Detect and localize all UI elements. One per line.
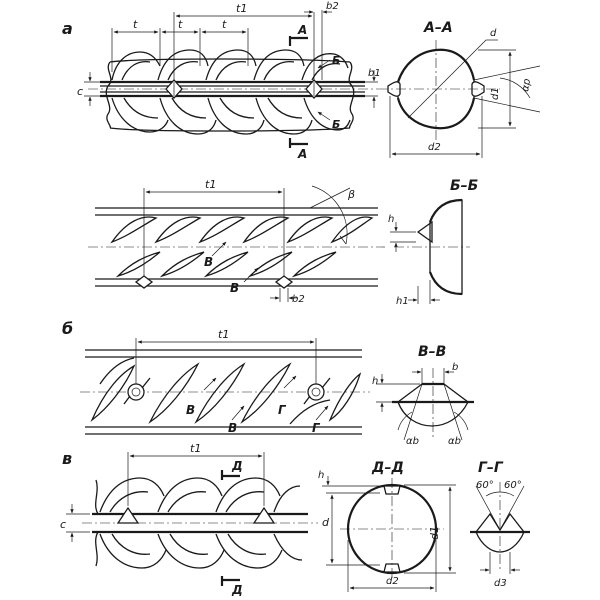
upper-ribs-a <box>111 49 349 81</box>
view-v: в t1 <box>60 442 318 597</box>
section-vv: В–В b h αb αb <box>372 344 474 447</box>
view-a-side: t1 β В В b2 <box>88 178 385 305</box>
cut-mark-B-bottom: Б <box>332 118 340 131</box>
cut-mark-V-b-2: В <box>228 421 237 435</box>
circle-marks-b <box>123 377 331 405</box>
cut-mark-A-bottom: А <box>297 147 307 161</box>
dim-b-vv: b <box>452 362 458 373</box>
view-a: а <box>62 1 381 161</box>
dim-b1-a: b1 <box>356 68 381 108</box>
section-bb: Б–Б h h1 <box>388 178 478 307</box>
dim-h-dd: h <box>318 470 324 481</box>
dim-d1-dd: d1 <box>428 526 441 540</box>
dim-alpha-b-2: αb <box>448 436 461 447</box>
dim-beta: β <box>347 188 355 201</box>
section-dd: Д–Д d h d1 d2 <box>318 460 456 592</box>
section-gg: Г–Г 60° 60° d3 <box>470 460 530 589</box>
view-label-v: в <box>62 449 72 468</box>
view-b: б t1 В <box>62 319 370 435</box>
dim-b2-side: b2 <box>292 294 305 305</box>
cut-mark-V-b-1: В <box>186 403 195 417</box>
dim-alpha-r: αр <box>520 78 533 93</box>
dim-60-right: 60° <box>504 480 522 491</box>
dims-a: t t t t1 b2 <box>111 1 339 80</box>
upper-ribs-v <box>99 477 301 513</box>
dim-d1-aa: d1 <box>490 87 501 100</box>
section-dd-title: Д–Д <box>371 460 404 476</box>
dim-alpha-b-1: αb <box>406 436 419 447</box>
dim-b1-a-label: b1 <box>368 68 381 79</box>
lower-ribs-v <box>99 533 303 569</box>
inclined-ribs-b <box>90 357 362 425</box>
section-vv-title: В–В <box>418 344 446 360</box>
rib-marks-a <box>165 79 323 99</box>
dim-d2-aa: d2 <box>428 142 441 153</box>
inclined-ribs-lower <box>115 251 337 278</box>
dim-t-1: t <box>133 18 138 31</box>
cut-mark-V-2: В <box>230 281 239 295</box>
section-gg-title: Г–Г <box>478 460 504 476</box>
dim-h1-bb: h1 <box>396 296 409 307</box>
cut-mark-B-top: Б <box>332 54 340 67</box>
section-cut-A: А А <box>288 23 308 161</box>
cut-mark-D-bottom: Д <box>231 583 243 597</box>
section-aa-title: А–А <box>423 20 453 36</box>
dim-b2-a: b2 <box>326 1 339 12</box>
dim-t1-v: t1 <box>190 442 201 455</box>
cut-mark-G-b-1: Г <box>278 403 287 417</box>
dim-h-vv: h <box>372 376 378 387</box>
section-cut-B-arrows: Б Б <box>317 54 340 131</box>
section-bb-title: Б–Б <box>450 178 478 194</box>
lower-ribs-a <box>111 97 351 135</box>
dim-t-2: t <box>178 18 183 31</box>
cut-mark-D-top: Д <box>231 459 243 473</box>
inclined-ribs-upper <box>110 216 374 244</box>
dim-t1-a-side: t1 <box>205 178 216 191</box>
cut-mark-G-b-2: Г <box>312 421 321 435</box>
dim-d-aa: d <box>490 28 497 39</box>
view-label-a: а <box>62 19 73 38</box>
dim-d-dd: d <box>322 516 330 529</box>
dim-60-left: 60° <box>476 480 494 491</box>
dim-h-bb: h <box>388 214 394 225</box>
dim-c-a: c <box>77 72 106 106</box>
dim-t1-a: t1 <box>236 2 247 15</box>
dim-d3-gg: d3 <box>494 578 507 589</box>
cut-mark-A-top: А <box>297 23 307 37</box>
dim-c-a-label: c <box>77 85 83 98</box>
dim-c-v: c <box>60 518 66 531</box>
cut-mark-V-1: В <box>204 255 213 269</box>
dim-d2-dd: d2 <box>386 576 399 587</box>
section-aa: А–А d d1 αр d2 <box>378 20 541 158</box>
dim-t-3: t <box>222 18 227 31</box>
view-label-b: б <box>62 319 73 338</box>
bar-body-a <box>88 58 378 132</box>
dim-t1-b: t1 <box>218 328 229 341</box>
